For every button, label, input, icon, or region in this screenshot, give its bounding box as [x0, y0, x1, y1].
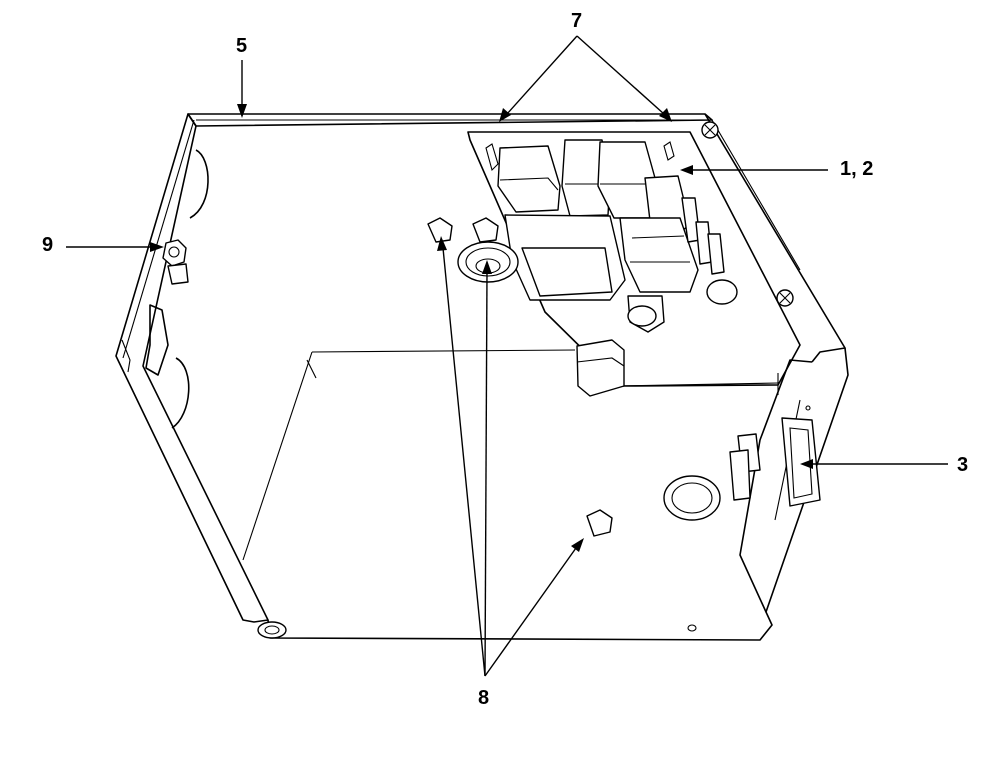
callout-9: 9	[42, 234, 54, 256]
callout-5: 5	[236, 35, 248, 57]
grommets	[257, 241, 721, 639]
callout-1-2: 1, 2	[840, 158, 874, 180]
relay-components	[497, 139, 738, 333]
callout-7: 7	[571, 10, 583, 32]
leader-lines	[66, 35, 948, 677]
left-wall-knockouts	[171, 149, 209, 429]
mounting-screws	[427, 121, 794, 537]
chassis-enclosure	[115, 113, 849, 641]
hex-nut-9	[162, 239, 189, 285]
callout-8: 8	[478, 687, 490, 709]
power-switch	[729, 405, 821, 507]
connector-block	[576, 339, 625, 397]
callout-3: 3	[957, 454, 969, 476]
circuit-board	[467, 131, 801, 387]
side-clip	[121, 304, 169, 376]
